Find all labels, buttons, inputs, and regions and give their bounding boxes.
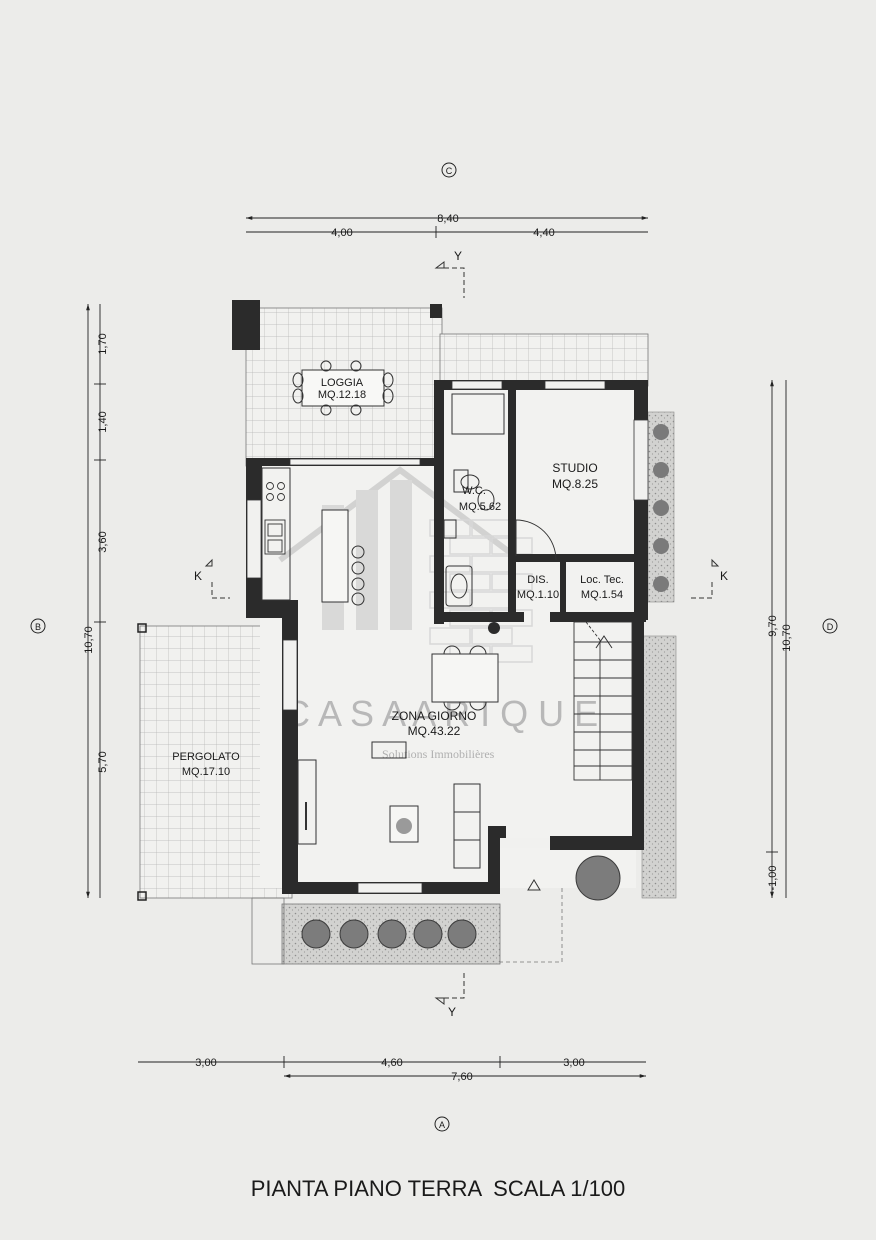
room-area-zona: MQ.43.22 (408, 724, 461, 738)
watermark-tagline: Solutions Immobilières (382, 747, 495, 761)
room-name-studio: STUDIO (552, 461, 597, 475)
dim-left-total: 10,70 (83, 626, 95, 654)
dimension-lines (86, 216, 787, 1078)
wc-fixtures (445, 393, 505, 607)
kitchen-window (246, 499, 262, 579)
bed-shrubs (653, 424, 669, 592)
kitchen-counter (261, 467, 291, 601)
dim-left-2: 1,40 (97, 411, 109, 432)
shrub-icons (301, 855, 621, 949)
room-area-studio: MQ.8.25 (552, 477, 598, 491)
dim-bottom-total: 7,60 (451, 1071, 472, 1083)
studio-door-swing (515, 519, 557, 561)
kitchen-sink-icon (264, 519, 286, 555)
dim-top-right: 4,40 (533, 227, 554, 239)
orient-top: C (446, 166, 453, 176)
section-k-right: K (720, 569, 728, 583)
top-window (451, 380, 503, 390)
sofa-icon (371, 741, 481, 869)
toilet-icon (443, 519, 457, 539)
room-area-wc: MQ.5.62 (459, 501, 501, 513)
dim-right-3: -1,00 (767, 865, 779, 890)
rear-terrace-paving (439, 333, 649, 387)
section-arrow-icon (711, 558, 720, 567)
dim-left-1: 1,70 (97, 333, 109, 354)
loggia-label-box (306, 376, 380, 400)
dining-table (431, 645, 499, 711)
kitchen-island (321, 509, 349, 603)
room-name-loctec: Loc. Tec. (580, 574, 624, 586)
entrance-arrow-icon (527, 879, 541, 891)
dim-bottom-right: 3,00 (563, 1057, 584, 1069)
pergola-opening (282, 639, 298, 711)
room-area-loctec: MQ.1.54 (581, 589, 623, 601)
section-lines (211, 267, 713, 999)
stove-icon (266, 482, 285, 501)
orientation-marker-icon (30, 162, 838, 1132)
loggia-pillar (430, 304, 442, 318)
loggia-pillar (232, 300, 260, 350)
coffee-table (389, 805, 419, 843)
dim-bottom-left: 3,00 (195, 1057, 216, 1069)
front-step (251, 897, 285, 965)
section-y-top: Y (454, 249, 462, 263)
tv-cabinet (297, 759, 317, 845)
section-arrow-icon (434, 997, 445, 1005)
section-y-bottom: Y (448, 1005, 456, 1019)
loggia-door (289, 458, 421, 466)
room-name-wc: W.C. (462, 485, 486, 497)
room-name-loggia: LOGGIA (321, 377, 364, 389)
pergola-post (137, 891, 147, 901)
plant-icon (396, 818, 412, 834)
room-area-loggia: MQ.12.18 (318, 389, 366, 401)
room-name-pergolato: PERGOLATO (172, 751, 240, 763)
section-arrow-icon (434, 261, 445, 269)
orient-left: B (35, 622, 41, 632)
front-window (357, 882, 423, 894)
side-garden (641, 635, 677, 899)
room-area-pergolato: MQ.17.10 (182, 766, 230, 778)
stair-arrow-icon (595, 635, 613, 649)
column (488, 622, 500, 634)
dim-top-left: 4,00 (331, 227, 352, 239)
room-name-dis: DIS. (527, 574, 548, 586)
entrance-door (500, 838, 550, 848)
pergola-post (137, 623, 147, 633)
orient-bottom: A (439, 1120, 445, 1130)
dim-right-1: 9,70 (767, 615, 779, 636)
dim-right-2: 10,70 (781, 624, 793, 652)
section-arrow-icon (204, 558, 213, 567)
dim-left-3: 3,60 (97, 531, 109, 552)
room-name-zona: ZONA GIORNO (392, 709, 477, 723)
room-area-dis: MQ.1.10 (517, 589, 559, 601)
dim-bottom-mid: 4,60 (381, 1057, 402, 1069)
dim-left-4: 5,70 (97, 751, 109, 772)
page-title: PIANTA PIANO TERRA SCALA 1/100 (251, 1176, 626, 1201)
orient-right: D (827, 622, 834, 632)
stool-icon (351, 545, 365, 606)
studio-window (633, 419, 649, 501)
dim-top-total: 8,40 (437, 213, 458, 225)
section-k-left: K (194, 569, 202, 583)
studio-top-window (544, 380, 606, 390)
staircase (573, 621, 633, 781)
